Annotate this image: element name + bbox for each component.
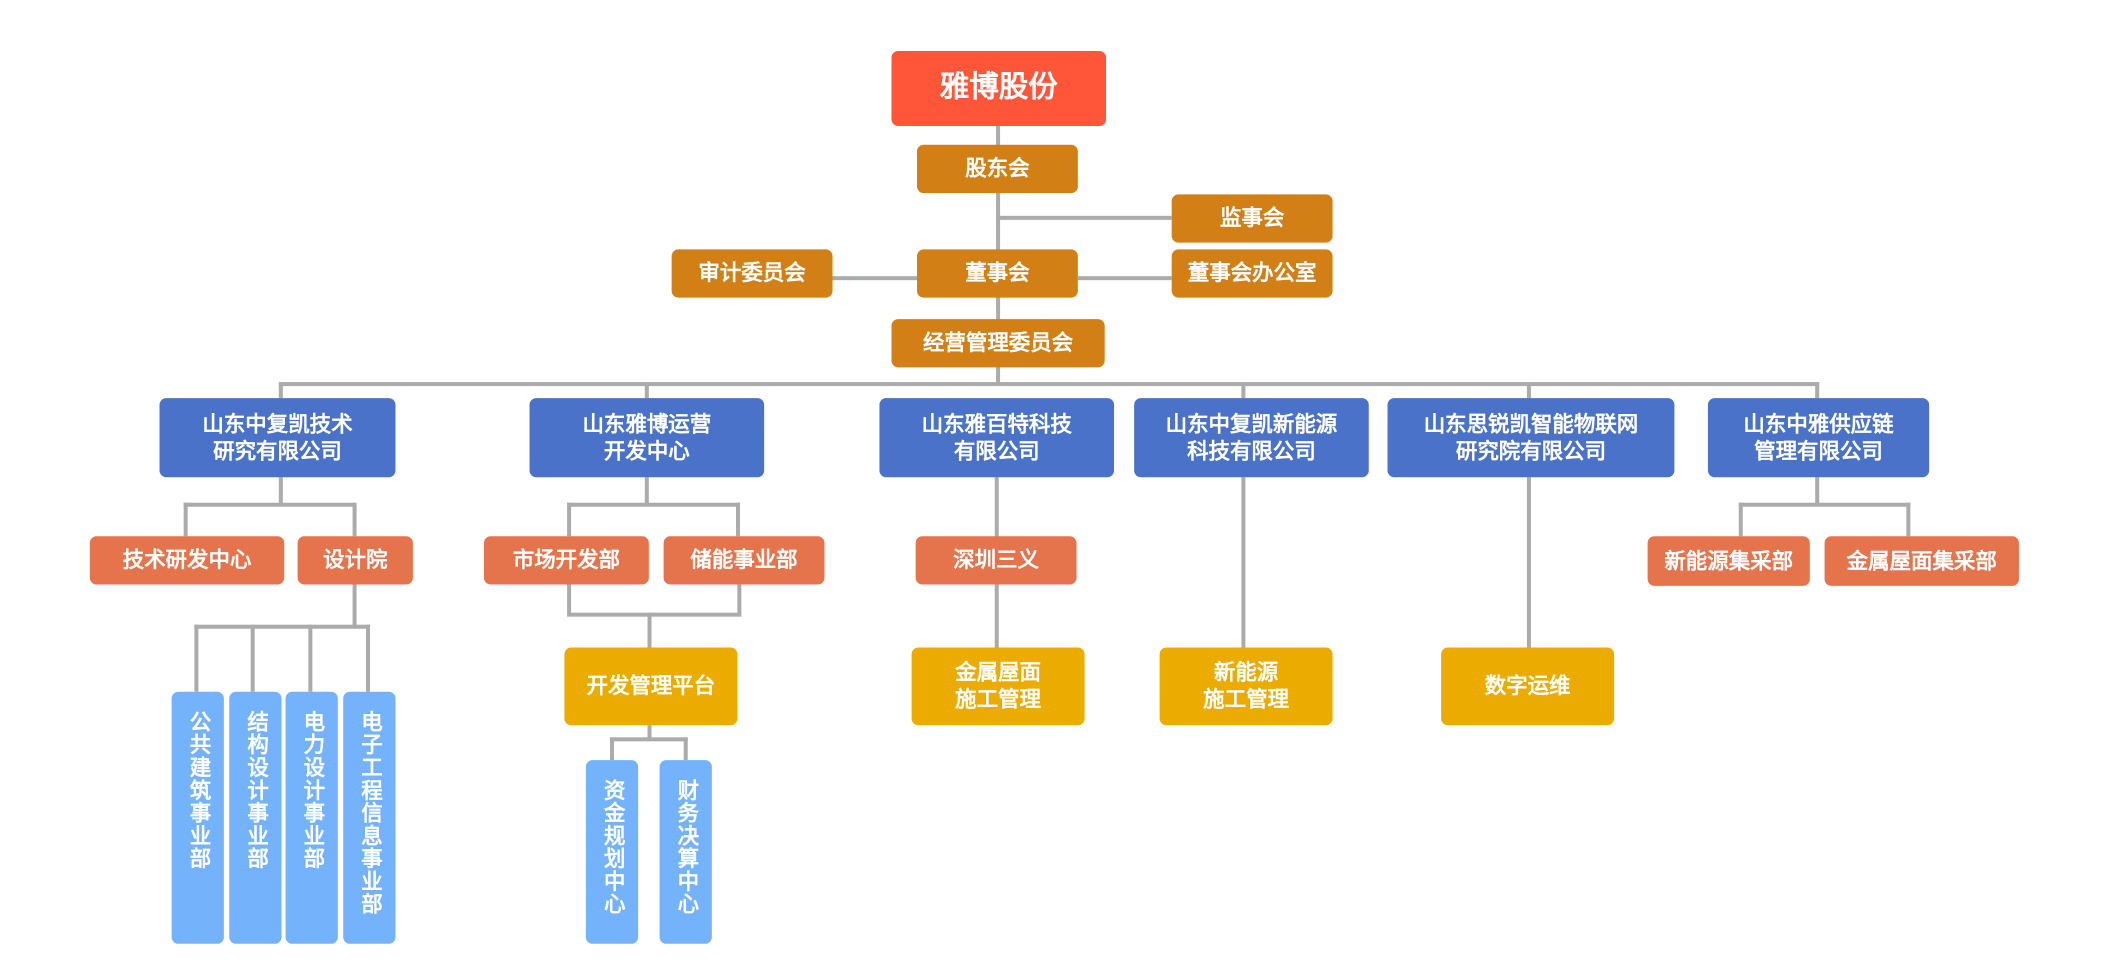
business-node: 开发管理平台 [564, 647, 738, 726]
business-node: 数字运维 [1441, 647, 1615, 726]
connector [365, 624, 371, 692]
department-node: 金属屋面集采部 [1824, 536, 2019, 586]
company-node: 山东中复凯新能源 科技有限公司 [1134, 398, 1369, 478]
connector [609, 737, 688, 742]
connector [1815, 382, 1820, 399]
connector [194, 624, 199, 692]
connector [996, 215, 1172, 220]
unit-node: 电子工程信息事业部 [343, 691, 396, 944]
connector [1738, 502, 1743, 537]
connector [647, 725, 652, 739]
connector [567, 502, 741, 507]
connector [683, 737, 688, 761]
connector [737, 584, 742, 616]
connector [647, 612, 652, 648]
supervisors-node: 监事会 [1171, 194, 1333, 243]
connector [1526, 382, 1531, 399]
company-node: 山东雅百特科技 有限公司 [879, 398, 1115, 478]
audit-committee-node: 审计委员会 [671, 249, 833, 298]
connector [1241, 382, 1246, 399]
department-node: 储能事业部 [663, 536, 825, 585]
connector [1077, 276, 1172, 281]
shareholders-node: 股东会 [916, 144, 1078, 194]
unit-node: 资金规划中心 [585, 760, 639, 944]
connector [567, 584, 572, 616]
connector [567, 502, 572, 537]
department-node: 新能源集采部 [1647, 536, 1810, 586]
company-node: 山东中雅供应链 管理有限公司 [1707, 398, 1930, 478]
connector [1815, 477, 1820, 506]
connector [352, 502, 357, 537]
connector [194, 624, 371, 629]
department-node: 市场开发部 [483, 536, 649, 585]
connector [278, 382, 283, 399]
root-node: 雅博股份 [891, 50, 1106, 127]
company-node: 山东中复凯技术 研究有限公司 [159, 398, 396, 478]
unit-node: 财务决算中心 [659, 760, 712, 944]
department-node: 设计院 [297, 536, 413, 585]
connector [1526, 477, 1531, 648]
connector [735, 502, 741, 537]
unit-node: 电力设计事业部 [285, 691, 338, 944]
connector [278, 477, 283, 506]
board-office-node: 董事会办公室 [1171, 249, 1333, 298]
connector [644, 382, 649, 399]
board-node: 董事会 [916, 249, 1078, 298]
connector [567, 612, 742, 617]
business-node: 金属屋面 施工管理 [911, 647, 1085, 726]
business-node: 新能源 施工管理 [1159, 647, 1333, 726]
connector [352, 584, 357, 627]
unit-node: 结构设计事业部 [229, 691, 282, 944]
connector [308, 624, 313, 692]
connector [250, 624, 255, 692]
connector [1738, 502, 1911, 507]
connector [832, 276, 917, 281]
management-committee-node: 经营管理委员会 [891, 319, 1105, 368]
connector [1906, 502, 1911, 537]
unit-node: 公共建筑事业部 [171, 691, 224, 944]
connector [1241, 477, 1246, 648]
connector [609, 737, 614, 761]
connector [644, 477, 649, 506]
department-node: 深圳三义 [915, 536, 1077, 585]
company-node: 山东雅博运营 开发中心 [529, 398, 765, 478]
connector [183, 502, 188, 537]
connector [183, 502, 356, 507]
department-node: 技术研发中心 [89, 536, 285, 585]
connector [278, 382, 1820, 387]
company-node: 山东思锐凯智能物联网 研究院有限公司 [1387, 398, 1675, 478]
